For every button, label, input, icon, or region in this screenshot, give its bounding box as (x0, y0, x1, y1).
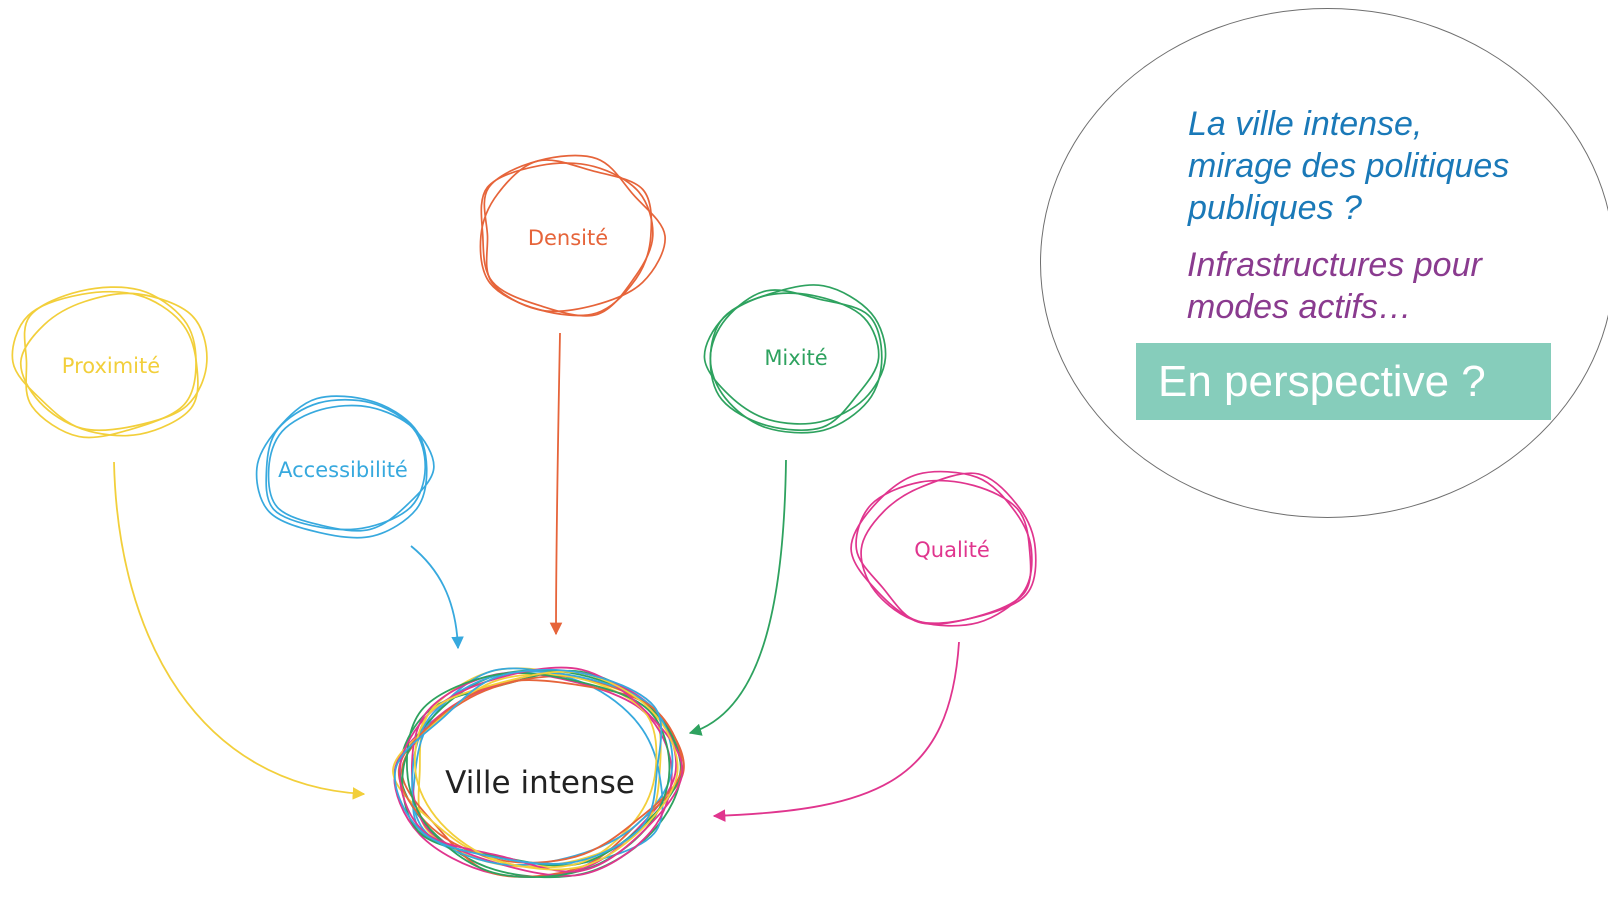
arrow-densite-to-center (549, 332, 563, 636)
node-label-accessibilite: Accessibilité (278, 458, 408, 482)
node-label-qualite: Qualité (914, 538, 990, 562)
arrow-qualite-to-center (712, 641, 960, 822)
node-label-mixite: Mixité (764, 346, 827, 370)
center-node-ville-intense (392, 666, 685, 879)
node-outline-mixite (709, 289, 883, 434)
center-outline-accessibilite (394, 668, 663, 865)
question-ellipse (1040, 8, 1608, 518)
node-outline-proximite (11, 290, 199, 437)
center-outline-densite (397, 679, 683, 864)
node-outline-densite (483, 154, 666, 313)
node-accessibilite: Accessibilité (255, 395, 435, 539)
node-outline-accessibilite (267, 404, 435, 532)
arrow-accessibilite-to-center (410, 545, 464, 650)
center-outline-mixite (401, 669, 682, 867)
arrow-proximite-to-center (113, 461, 366, 800)
node-label-densite: Densité (528, 226, 608, 250)
node-outline-proximite (19, 292, 208, 432)
node-outline-qualite (855, 479, 1032, 625)
node-outline-densite (479, 159, 653, 317)
arrow-mixite-to-center (688, 459, 787, 736)
node-label-proximite: Proximité (62, 354, 160, 378)
node-qualite: Qualité (850, 470, 1037, 627)
node-proximite: Proximité (11, 286, 208, 439)
center-label: Ville intense (445, 765, 635, 801)
node-outline-accessibilite (255, 395, 428, 539)
node-outline-accessibilite (265, 398, 427, 531)
node-mixite: Mixité (703, 284, 887, 434)
question-title: La ville intense, mirage des politiques … (1188, 105, 1510, 227)
perspective-highlight: En perspective ? (1136, 343, 1551, 420)
question-subtitle: Infrastructures pour modes actifs… (1187, 246, 1482, 326)
node-outline-mixite (703, 284, 887, 425)
center-outline-proximite (414, 670, 679, 871)
node-densite: Densité (479, 154, 666, 317)
node-outline-qualite (850, 470, 1033, 627)
center-outline-qualite (398, 666, 684, 873)
